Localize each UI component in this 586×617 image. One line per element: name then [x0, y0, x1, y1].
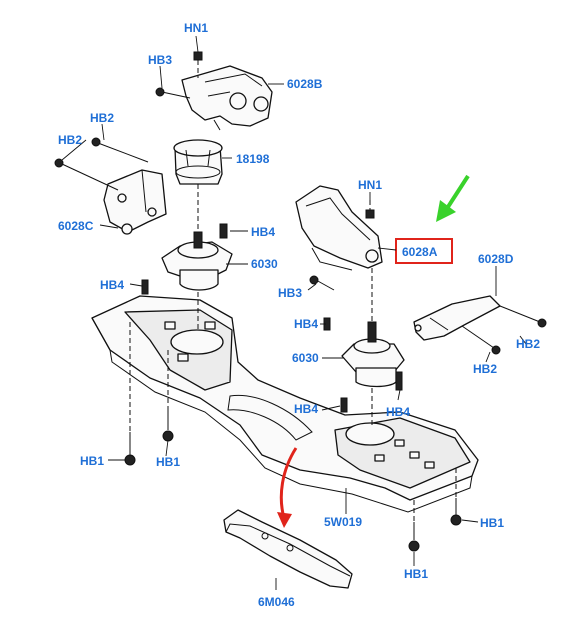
callout-6028a: 6028A: [402, 245, 438, 259]
callout-18198: 18198: [236, 152, 270, 166]
callout-hb2-a: HB2: [90, 111, 114, 125]
callout-hb2-right-a: HB2: [516, 337, 540, 351]
leader-lines: [61, 35, 527, 590]
alignment-lines: [129, 184, 457, 522]
crossmember-5w019[interactable]: [91, 295, 479, 513]
callout-6028b: 6028B: [287, 77, 323, 91]
bolt-hb1-a[interactable]: [124, 432, 136, 466]
bracket-6028d[interactable]: [413, 295, 501, 341]
callout-6030-right: 6030: [292, 351, 319, 365]
bolt-hb2-lower[interactable]: [54, 158, 119, 191]
bolt-hb1-b[interactable]: [162, 408, 174, 442]
callout-hb1-d: HB1: [404, 567, 428, 581]
red-arrow-icon: [277, 447, 298, 528]
callout-6028c: 6028C: [58, 219, 94, 233]
support-6m046[interactable]: [223, 509, 353, 589]
bolt-hb1-d[interactable]: [408, 522, 420, 552]
callout-hb2-right-b: HB2: [473, 362, 497, 376]
bolt-hb3-top[interactable]: [155, 87, 191, 99]
bracket-6028c[interactable]: [103, 169, 167, 235]
mount-6030-left[interactable]: [161, 231, 233, 291]
callout-hb3-right: HB3: [278, 286, 302, 300]
bolt-hb4-right-bl[interactable]: [340, 397, 348, 413]
callout-5w019: 5W019: [324, 515, 362, 529]
bolt-hb4-left[interactable]: [141, 279, 149, 295]
callout-hn1-top: HN1: [184, 21, 208, 35]
callout-hb1-a: HB1: [80, 454, 104, 468]
callout-hb3-top: HB3: [148, 53, 172, 67]
bolt-hb1-c[interactable]: [450, 498, 462, 526]
bolt-hb2-right-b[interactable]: [461, 325, 501, 355]
mount-6030-right[interactable]: [341, 321, 405, 388]
highlight-box-6028a: [395, 238, 453, 264]
bolt-hb3-right[interactable]: [309, 275, 335, 291]
bolt-hb4-right-br[interactable]: [395, 371, 403, 391]
insulator-18198[interactable]: [173, 139, 223, 185]
callout-6m046: 6M046: [258, 595, 295, 609]
bolt-hb4-left-top[interactable]: [219, 223, 228, 239]
callout-hb4-left: HB4: [100, 278, 124, 292]
callout-hb4-right-br: HB4: [386, 405, 410, 419]
callout-hb2-b: HB2: [58, 133, 82, 147]
callout-hb4-left-top: HB4: [251, 225, 275, 239]
callout-hn1-right: HN1: [358, 178, 382, 192]
nut-hn1-right[interactable]: [365, 200, 375, 219]
callout-hb1-b: HB1: [156, 455, 180, 469]
green-arrow-icon: [436, 174, 470, 222]
callout-6030-left: 6030: [251, 257, 278, 271]
bolt-hb2-right-a[interactable]: [499, 305, 547, 328]
bolt-hb2-upper[interactable]: [91, 137, 149, 163]
callout-hb4-right-bl: HB4: [294, 402, 318, 416]
bracket-6028a[interactable]: [295, 185, 383, 271]
callout-hb1-c: HB1: [480, 516, 504, 530]
callout-6028d: 6028D: [478, 252, 514, 266]
bracket-6028b[interactable]: [181, 65, 273, 131]
callout-hb4-right-top: HB4: [294, 317, 318, 331]
